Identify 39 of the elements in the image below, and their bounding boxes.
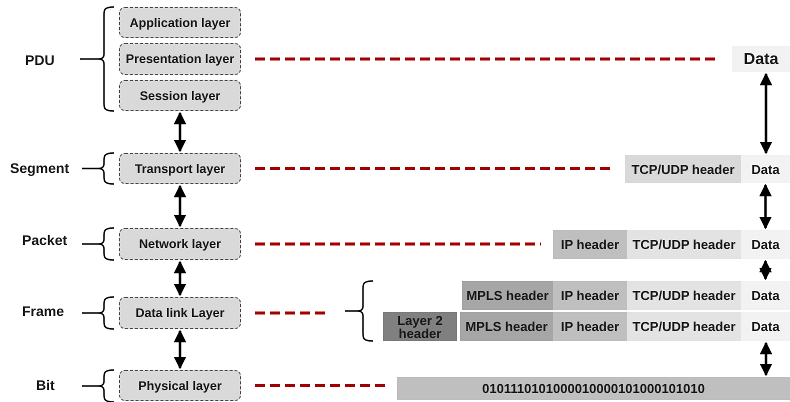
layer-box: Network layer — [119, 228, 241, 260]
layer-box: Data link Layer — [119, 297, 241, 329]
header-block: Data — [741, 312, 790, 341]
double-arrow — [174, 112, 186, 152]
pdu-label: Bit — [36, 377, 55, 393]
header-block: TCP/UDP header — [625, 155, 741, 183]
layer-box: Presentation layer — [119, 43, 241, 75]
double-arrow — [759, 184, 772, 230]
pdu-label: Packet — [22, 232, 68, 248]
header-block: MPLS header — [460, 312, 553, 341]
dashed-line — [255, 384, 385, 387]
header-block: IP header — [553, 312, 627, 341]
pdu-label: Segment — [10, 160, 70, 176]
double-arrow — [759, 260, 772, 280]
layer-box: Application layer — [119, 7, 241, 38]
double-arrow — [760, 342, 772, 376]
header-block: Data — [732, 46, 790, 72]
header-block: TCP/UDP header — [627, 281, 741, 310]
pdu-label: PDU — [25, 52, 55, 68]
header-block: TCP/UDP header — [627, 230, 741, 259]
header-block: Layer 2 header — [383, 312, 457, 341]
double-arrow — [174, 184, 186, 228]
header-block: Data — [741, 281, 790, 310]
layer-box: Physical layer — [119, 370, 241, 401]
header-block: Data — [741, 230, 790, 259]
layer-box: Session layer — [119, 80, 241, 111]
dashed-line — [255, 242, 541, 246]
header-block: TCP/UDP header — [627, 312, 741, 341]
double-arrow — [760, 72, 772, 154]
header-block: Data — [741, 155, 790, 183]
bit-stream-block: 0101110101000010000101000101010 — [397, 377, 790, 400]
layer-box: Transport layer — [119, 153, 241, 184]
header-block: IP header — [553, 281, 627, 310]
header-block: IP header — [553, 230, 627, 259]
double-arrow — [174, 330, 186, 370]
pdu-label: Frame — [22, 303, 64, 319]
double-arrow — [174, 260, 186, 296]
header-block: MPLS header — [462, 281, 553, 310]
dashed-line — [255, 167, 613, 170]
